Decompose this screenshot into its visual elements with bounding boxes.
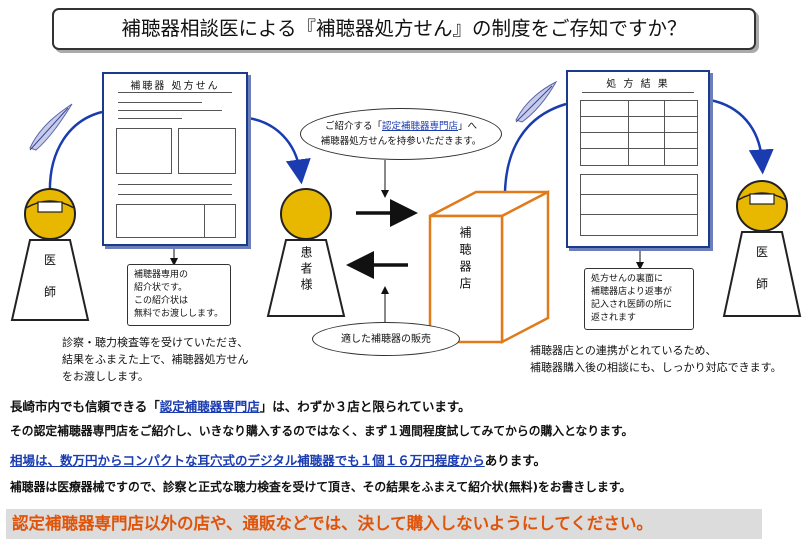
body-line-1: 長崎市内でも信頼できる「認定補聴器専門店」は、わずか３店と限られています。 xyxy=(10,396,471,415)
oval-top-link: 認定補聴器専門店 xyxy=(381,121,458,132)
doc-rule xyxy=(118,194,232,195)
doc-rule xyxy=(118,92,232,93)
oval-referral-note: ご紹介する「認定補聴器専門店」へ 補聴器処方せんを持参いただきます。 xyxy=(300,108,502,160)
callout-result-line: 返されます xyxy=(591,313,637,323)
callout-referral-line: この紹介状は xyxy=(134,296,189,306)
oval-top-post: 」へ xyxy=(458,121,478,132)
doc-rule xyxy=(204,204,205,238)
shop-label: 補聴器店 xyxy=(458,226,472,294)
doc-rule xyxy=(580,214,698,215)
oval-top-pre: ご紹介する「 xyxy=(324,121,382,132)
quill-pen-icon-right xyxy=(515,80,558,123)
doc-rule xyxy=(664,100,665,166)
patient-label: 患者様 xyxy=(299,246,313,294)
result-document-title: 処 方 結 果 xyxy=(606,79,670,90)
body-line-1-link: 認定補聴器専門店 xyxy=(159,399,260,414)
doctor-label-left: 医 師 xyxy=(43,253,56,299)
doctor-figure-right xyxy=(722,180,802,317)
oval-sale-note: 適した補聴器の販売 xyxy=(312,322,460,356)
callout-referral: 補聴器専用の 紹介状です。 この紹介状は 無料でお渡しします。 xyxy=(127,264,231,326)
doc-rule xyxy=(580,116,698,117)
curve-prescription-to-patient xyxy=(247,116,311,185)
note-right-line: 補聴器店との連携がとれているため、 xyxy=(530,344,717,357)
result-document: 処 方 結 果 xyxy=(566,70,710,248)
body-line-3: 相場は、数万円からコンパクトな耳穴式のデジタル補聴器でも１個１６万円程度からあり… xyxy=(10,450,546,469)
body-line-1-post: 」は、わずか３店と限られています。 xyxy=(259,399,471,414)
doc-rule xyxy=(580,194,698,195)
doc-field xyxy=(178,128,236,174)
curve-result-to-doctor xyxy=(709,98,774,175)
note-right-line: 補聴器購入後の相談にも、しっかり対応できます。 xyxy=(530,361,782,374)
callout-result-line: 記入され医師の所に xyxy=(591,300,673,310)
doc-field xyxy=(116,204,236,238)
doc-rule xyxy=(580,148,698,149)
curve-doctor-to-prescription xyxy=(48,110,103,197)
prescription-document-title: 補聴器 処方せん xyxy=(130,81,220,92)
oval-bottom-text: 適した補聴器の販売 xyxy=(341,333,431,345)
body-line-3-post: あります。 xyxy=(484,453,547,468)
doctor-label-right: 医 師 xyxy=(755,245,768,291)
note-left-line: 結果をふまえた上で、補聴器処方せん xyxy=(62,353,249,366)
prescription-document: 補聴器 処方せん xyxy=(102,72,248,246)
callout-result-line: 処方せんの裏面に xyxy=(591,274,664,284)
oval-top-line2: 補聴器処方せんを持参いただきます。 xyxy=(320,136,482,147)
note-left-line: をお渡しします。 xyxy=(62,370,149,383)
doc-field xyxy=(116,128,172,174)
body-line-1-pre: 長崎市内でも信頼できる「 xyxy=(10,399,160,414)
page-title: 補聴器相談医による『補聴器処方せん』の制度をご存知ですか？ xyxy=(52,8,756,50)
doc-rule xyxy=(118,118,182,119)
warning-banner: 認定補聴器専門店以外の店や、通販などでは、決して購入しないようにしてください。 xyxy=(6,509,762,539)
callout-referral-line: 紹介状です。 xyxy=(134,283,188,293)
note-left: 診察・聴力検査等を受けていただき、 結果をふまえた上で、補聴器処方せん をお渡し… xyxy=(62,334,249,385)
callout-result: 処方せんの裏面に 補聴器店より返事が 記入され医師の所に 返されます xyxy=(584,268,694,330)
patient-figure xyxy=(266,188,346,317)
doc-field xyxy=(580,174,698,236)
doc-rule xyxy=(118,102,202,103)
doc-rule xyxy=(582,92,694,93)
quill-pen-icon-left xyxy=(29,103,73,151)
body-line-3-link: 相場は、数万円からコンパクトな耳穴式のデジタル補聴器でも１個１６万円程度から xyxy=(10,453,485,468)
callout-referral-line: 補聴器専用の xyxy=(134,270,189,280)
doc-rule xyxy=(118,110,222,111)
doc-rule xyxy=(580,132,698,133)
body-line-2: その認定補聴器専門店をご紹介し、いきなり購入するのではなく、まず１週間程度試して… xyxy=(10,424,634,438)
body-line-4: 補聴器は医療器械ですので、診察と正式な聴力検査を受けて頂き、その結果をふまえて紹… xyxy=(10,480,632,494)
note-left-line: 診察・聴力検査等を受けていただき、 xyxy=(62,336,249,349)
callout-result-line: 補聴器店より返事が xyxy=(591,287,672,297)
doctor-figure-left xyxy=(10,188,90,321)
note-right: 補聴器店との連携がとれているため、 補聴器購入後の相談にも、しっかり対応できます… xyxy=(530,342,782,376)
doc-rule xyxy=(118,184,232,185)
callout-referral-line: 無料でお渡しします。 xyxy=(134,309,224,319)
doc-field xyxy=(580,100,698,166)
curve-shop-to-result xyxy=(503,102,567,205)
doc-rule xyxy=(628,100,629,166)
shop-box xyxy=(428,189,550,345)
